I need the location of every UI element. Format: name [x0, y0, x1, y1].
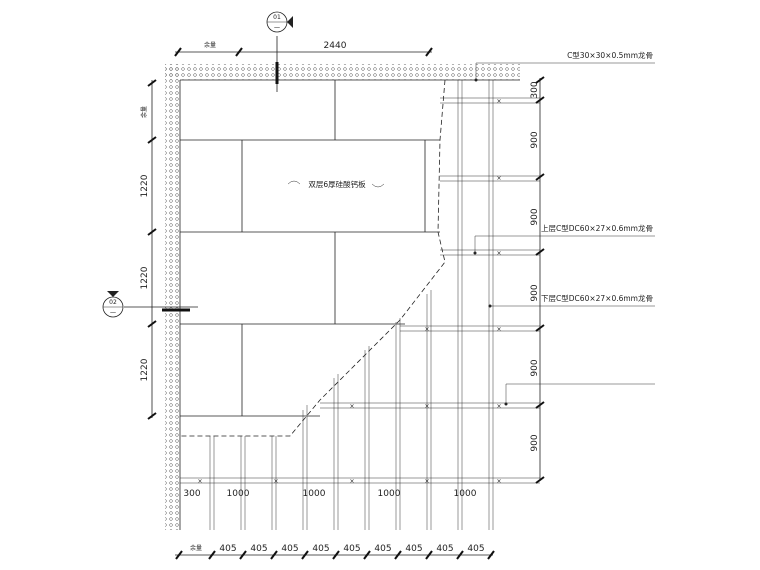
svg-text:×: × — [424, 403, 429, 410]
stud-spacing-8: 405 — [436, 544, 453, 554]
board-label: 双层6厚硅酸钙板 — [287, 179, 385, 189]
right-seg-1: 300 — [530, 81, 540, 98]
bottom-edge-label: 300 — [183, 489, 200, 499]
left-seg-1: 1220 — [140, 174, 150, 197]
svg-text:×: × — [424, 326, 429, 333]
bottom-spacing-3: 1000 — [378, 489, 401, 499]
callout-upper-c-keel: 上层C型DC60×27×0.6mm龙骨 — [541, 223, 653, 233]
left-seg-2: 1220 — [140, 266, 150, 289]
svg-text:×: × — [496, 250, 501, 257]
bottom-spacing-2: 1000 — [303, 489, 326, 499]
svg-text:×: × — [496, 403, 501, 410]
svg-text:×: × — [496, 478, 501, 485]
section-02-number: 02 — [109, 299, 117, 306]
section-01-sub: 一 — [274, 25, 280, 32]
top-allowance-label: 余量 — [204, 41, 216, 49]
svg-text:×: × — [349, 478, 354, 485]
board-label-text: 双层6厚硅酸钙板 — [308, 179, 366, 189]
left-seg-3: 1220 — [140, 358, 150, 381]
callout-lower-c-keel: 下层C型DC60×27×0.6mm龙骨 — [541, 293, 653, 303]
right-seg-5: 900 — [530, 359, 540, 376]
svg-text:×: × — [424, 478, 429, 485]
right-dimension: 300 900 900 900 900 900 — [530, 76, 545, 484]
svg-text:×: × — [273, 478, 278, 485]
right-seg-3: 900 — [530, 208, 540, 225]
right-seg-4: 900 — [530, 284, 540, 301]
left-allowance-label: 余量 — [140, 106, 148, 118]
top-width-label: 2440 — [324, 41, 347, 51]
keel-grid: × × × × × × × × × × × × × — [180, 80, 540, 530]
svg-text:×: × — [496, 98, 501, 105]
stud-spacing-9: 405 — [467, 544, 484, 554]
section-01-number: 01 — [273, 14, 281, 21]
bottom-dimension-studs: 余量 405 405 405 405 405 405 405 405 405 — [175, 544, 495, 560]
section-02-sub: 一 — [110, 310, 116, 317]
stud-spacing-3: 405 — [281, 544, 298, 554]
right-seg-6: 900 — [530, 434, 540, 451]
section-marker-02: 02 一 — [102, 291, 198, 318]
callout-c-keel-30: C型30×30×0.5mm龙骨 — [567, 50, 653, 60]
top-dimension: 余量 2440 — [174, 41, 433, 57]
stud-spacing-6: 405 — [374, 544, 391, 554]
wall-hatch — [165, 64, 520, 530]
svg-text:×: × — [349, 403, 354, 410]
stud-spacing-7: 405 — [405, 544, 422, 554]
stud-spacing-2: 405 — [250, 544, 267, 554]
svg-text:×: × — [197, 478, 202, 485]
svg-text:×: × — [496, 175, 501, 182]
section-marker-01: 01 一 — [266, 11, 293, 92]
stud-spacing-5: 405 — [343, 544, 360, 554]
stud-spacing-1: 405 — [219, 544, 236, 554]
board-layout — [180, 79, 446, 437]
bottom-dimension-spacing: 300 1000 1000 1000 1000 — [183, 489, 476, 499]
bottom-spacing-4: 1000 — [454, 489, 477, 499]
callouts: C型30×30×0.5mm龙骨 上层C型DC60×27×0.6mm龙骨 下层C型… — [473, 50, 655, 406]
left-dimension: 余量 1220 1220 1220 — [140, 79, 157, 420]
right-seg-2: 900 — [530, 131, 540, 148]
svg-text:×: × — [496, 326, 501, 333]
stud-spacing-4: 405 — [312, 544, 329, 554]
bottom-allowance-label: 余量 — [190, 544, 202, 552]
bottom-spacing-1: 1000 — [227, 489, 250, 499]
